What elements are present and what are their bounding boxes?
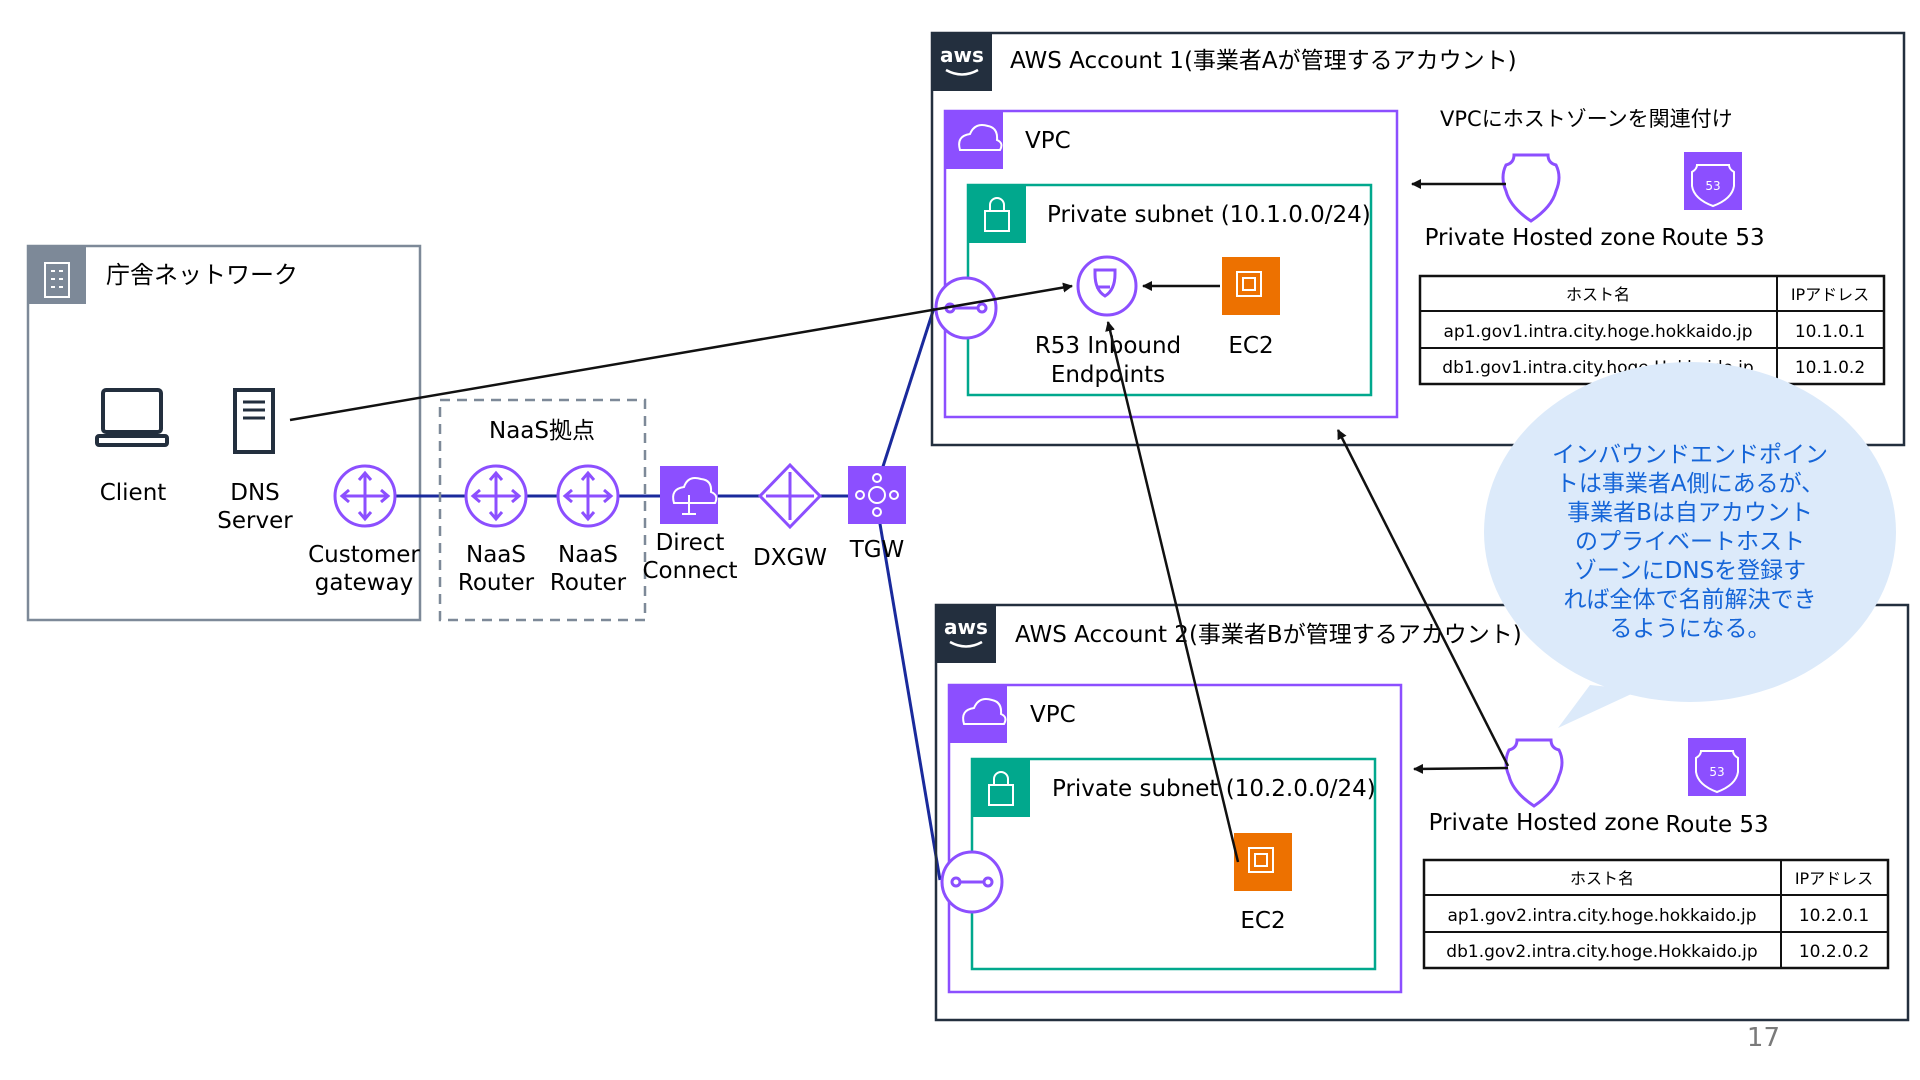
aws-logo-1: aws [940,43,984,67]
vpc-1-attachment-icon [934,276,998,340]
callout-line-6: れば全体で名前解決でき [1564,587,1817,613]
ec2-1-label: EC2 [1228,333,1273,359]
vpc-2-label: VPC [1030,702,1076,728]
vpc-cloud-icon-1 [958,124,1003,151]
client-label: Client [100,480,167,506]
naas-router-1-label-line2: Router [458,570,535,596]
host-table-2: ホスト名 IPアドレス ap1.gov2.intra.city.hoge.hok… [1422,858,1890,970]
dxgw-icon [757,462,823,530]
customer-gateway-icon [333,464,397,528]
hosted-zone-2-label: Private Hosted zone [1429,810,1660,836]
naas-router-2-label-line2: Router [550,570,627,596]
aws-smile-1 [945,68,979,76]
table-1-header-ip: IPアドレス [1791,285,1869,304]
direct-connect-label-line1: Direct [656,530,725,556]
table-2-row-2-host: db1.gov2.intra.city.hoge.Hokkaido.jp [1446,942,1757,962]
ec2-icon-1 [1222,257,1280,315]
direct-connect-label-line2: Connect [642,558,737,584]
naas-router-1-label-line1: NaaS [466,542,526,568]
table-2-row-2-ip: 10.2.0.2 [1799,942,1869,962]
client-icon [95,388,169,447]
aws-smile-2 [949,640,983,648]
arrow-hosted-zone-2-to-vpc-1 [1336,429,1510,767]
tgw-icon [848,466,906,524]
subnet-lock-icon-1 [984,197,1010,232]
callout-line-7: るようになる。 [1610,616,1771,642]
table-2-row-1-ip: 10.2.0.1 [1799,906,1869,926]
subnet-2-label: Private subnet (10.2.0.0/24) [1052,776,1376,802]
callout-line-2: トは事業者A側にあるが、 [1556,471,1824,497]
naas-router-1-icon [464,464,528,528]
route53-icon-2: 53 [1688,738,1746,796]
table-2-header-host: ホスト名 [1570,869,1634,888]
arrow-hosted-zone-2-to-vpc-2 [1413,763,1509,774]
route53-1-label: Route 53 [1661,225,1764,251]
dns-server-icon [233,388,275,454]
office-network-title: 庁舎ネットワーク [106,261,298,289]
hosted-zone-1-icon [1501,153,1561,223]
route53-2-label: Route 53 [1665,812,1768,838]
table-2-header-ip: IPアドレス [1795,869,1873,888]
vpc-2-attachment-icon [940,850,1004,914]
dxgw-label: DXGW [753,545,827,571]
table-1-header-host: ホスト名 [1566,285,1630,304]
hosted-zone-2-icon [1504,738,1564,808]
office-network-group: 庁舎ネットワーク Client DNS Server [26,244,422,622]
table-1-row-2-ip: 10.1.0.2 [1795,358,1865,378]
arrow-ec2-2-to-endpoint [1105,321,1240,863]
naas-router-2-icon [556,464,620,528]
route53-badge-2: 53 [1709,765,1724,779]
dns-server-label-line2: Server [217,508,293,534]
naas-site-group: NaaS拠点 [438,398,647,622]
dns-server-label-line1: DNS [230,480,280,506]
r53-endpoint-label-line1: R53 Inbound [1035,333,1181,359]
direct-connect-icon [660,466,718,524]
explanation-callout: インバウンドエンドポイン トは事業者A側にあるが、 事業者Bは自アカウント のプ… [1484,362,1896,728]
naas-site-title: NaaS拠点 [489,418,595,444]
route53-badge-1: 53 [1705,179,1720,193]
network-links [395,307,942,881]
table-1-row-1-ip: 10.1.0.1 [1795,322,1865,342]
page-number: 17 [1747,1023,1780,1053]
r53-inbound-endpoint-icon [1076,255,1138,317]
ec2-2-label: EC2 [1240,908,1285,934]
callout-line-4: のプライベートホスト [1575,529,1805,555]
route53-icon-1: 53 [1684,152,1742,210]
table-1-row-1-host: ap1.gov1.intra.city.hoge.hokkaido.jp [1444,322,1753,342]
table-2-row-1-host: ap1.gov2.intra.city.hoge.hokkaido.jp [1448,906,1757,926]
aws-account-1-title: AWS Account 1(事業者Aが管理するアカウント) [1010,48,1517,74]
callout-line-3: 事業者Bは自アカウント [1567,500,1813,526]
building-icon [44,262,70,298]
host-table-1: ホスト名 IPアドレス ap1.gov1.intra.city.hoge.hok… [1418,274,1886,386]
subnet-lock-icon-2 [988,771,1014,806]
customer-gateway-label-line2: gateway [315,570,413,596]
dns-flow-arrows [289,179,1510,863]
vpc-1-label: VPC [1025,128,1071,154]
callout-line-5: ゾーンにDNSを登録す [1574,558,1806,584]
arrow-dns-server-to-endpoint [289,282,1073,422]
aws-logo-2: aws [944,615,988,639]
callout-line-1: インバウンドエンドポイン [1552,442,1828,468]
hosted-zone-1-label: Private Hosted zone [1425,225,1656,251]
customer-gateway-label-line1: Customer [308,542,420,568]
aws-account-2-group: aws AWS Account 2(事業者Bが管理するアカウント) VPC Pr… [934,603,1910,1022]
vpc-cloud-icon-2 [962,698,1007,725]
r53-endpoint-label-line2: Endpoints [1051,362,1165,388]
subnet-1-label: Private subnet (10.1.0.0/24) [1047,202,1371,228]
aws-account-1-group: aws AWS Account 1(事業者Aが管理するアカウント) VPC Pr… [930,31,1906,447]
association-note: VPCにホストゾーンを関連付け [1440,107,1733,131]
ec2-icon-2 [1234,833,1292,891]
naas-router-2-label-line1: NaaS [558,542,618,568]
tgw-label: TGW [849,537,905,563]
